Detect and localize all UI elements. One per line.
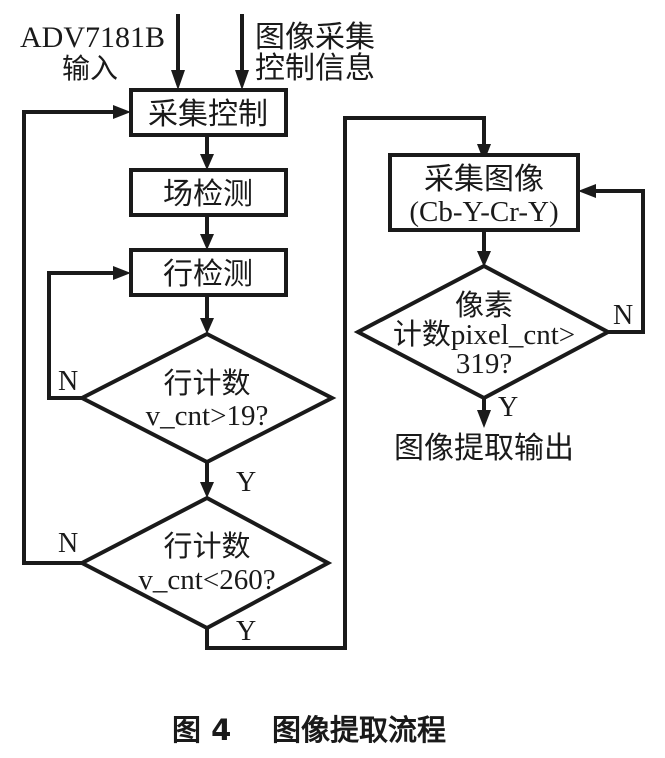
pixel-yes-label: Y — [498, 392, 518, 423]
control-info-label-line2: 控制信息 — [255, 52, 375, 85]
decision-v260-line2: v_cnt<260? — [138, 564, 275, 596]
field-detect-label: 场检测 — [163, 178, 253, 211]
pixel-no-label: N — [613, 300, 633, 331]
pixel-no-loop — [594, 189, 645, 334]
adv-input-label-line2: 输入 — [62, 53, 118, 85]
input-arrow-control — [235, 14, 249, 90]
v19-no-label: N — [58, 366, 78, 397]
figure-title: 图像提取流程 — [272, 713, 446, 747]
v260-yes-label: Y — [236, 616, 256, 647]
decision-pixel-line1: 像素 — [455, 289, 513, 322]
decision-v19: 行计数 v_cnt>19? — [77, 331, 337, 465]
capture-image-line1: 采集图像 — [424, 163, 544, 196]
arrow-to-decision-pixel — [477, 251, 491, 267]
v19-yes-label: Y — [236, 467, 256, 498]
decision-pixel: 像素 计数pixel_cnt> 319? — [353, 263, 613, 401]
adv-input-label-line1: ADV7181B — [20, 21, 165, 54]
arrow-to-decision-v260 — [200, 482, 214, 498]
capture-image-box: 采集图像 (Cb-Y-Cr-Y) — [388, 153, 580, 232]
decision-v260-line1: 行计数 — [163, 530, 250, 563]
capture-image-line2: (Cb-Y-Cr-Y) — [409, 196, 558, 228]
v19-no-loop — [47, 271, 118, 400]
v260-no-loop — [22, 110, 118, 565]
line-detect-label: 行检测 — [163, 258, 253, 291]
decision-v19-line1: 行计数 — [163, 367, 250, 400]
decision-pixel-line2: 计数pixel_cnt> — [393, 318, 575, 351]
decision-v260: 行计数 v_cnt<260? — [77, 495, 333, 631]
arrow-to-decision-v19 — [200, 318, 214, 334]
capture-control-label: 采集控制 — [148, 98, 268, 131]
control-info-label-line1: 图像采集 — [255, 21, 375, 54]
field-detect-box: 场检测 — [129, 168, 288, 217]
v260-yes-path — [205, 116, 486, 650]
arrow-to-output — [477, 410, 491, 428]
figure-number: 图 4 — [172, 713, 231, 747]
arrow-to-line-detect — [200, 234, 214, 250]
v260-no-label: N — [58, 528, 78, 559]
line-detect-box: 行检测 — [129, 248, 288, 297]
decision-pixel-line3: 319? — [456, 348, 512, 380]
capture-control-box: 采集控制 — [129, 88, 288, 137]
arrow-to-field-detect — [200, 154, 214, 170]
output-label: 图像提取输出 — [394, 432, 574, 465]
input-arrow-adv — [171, 14, 185, 90]
decision-v19-line2: v_cnt>19? — [146, 400, 269, 432]
